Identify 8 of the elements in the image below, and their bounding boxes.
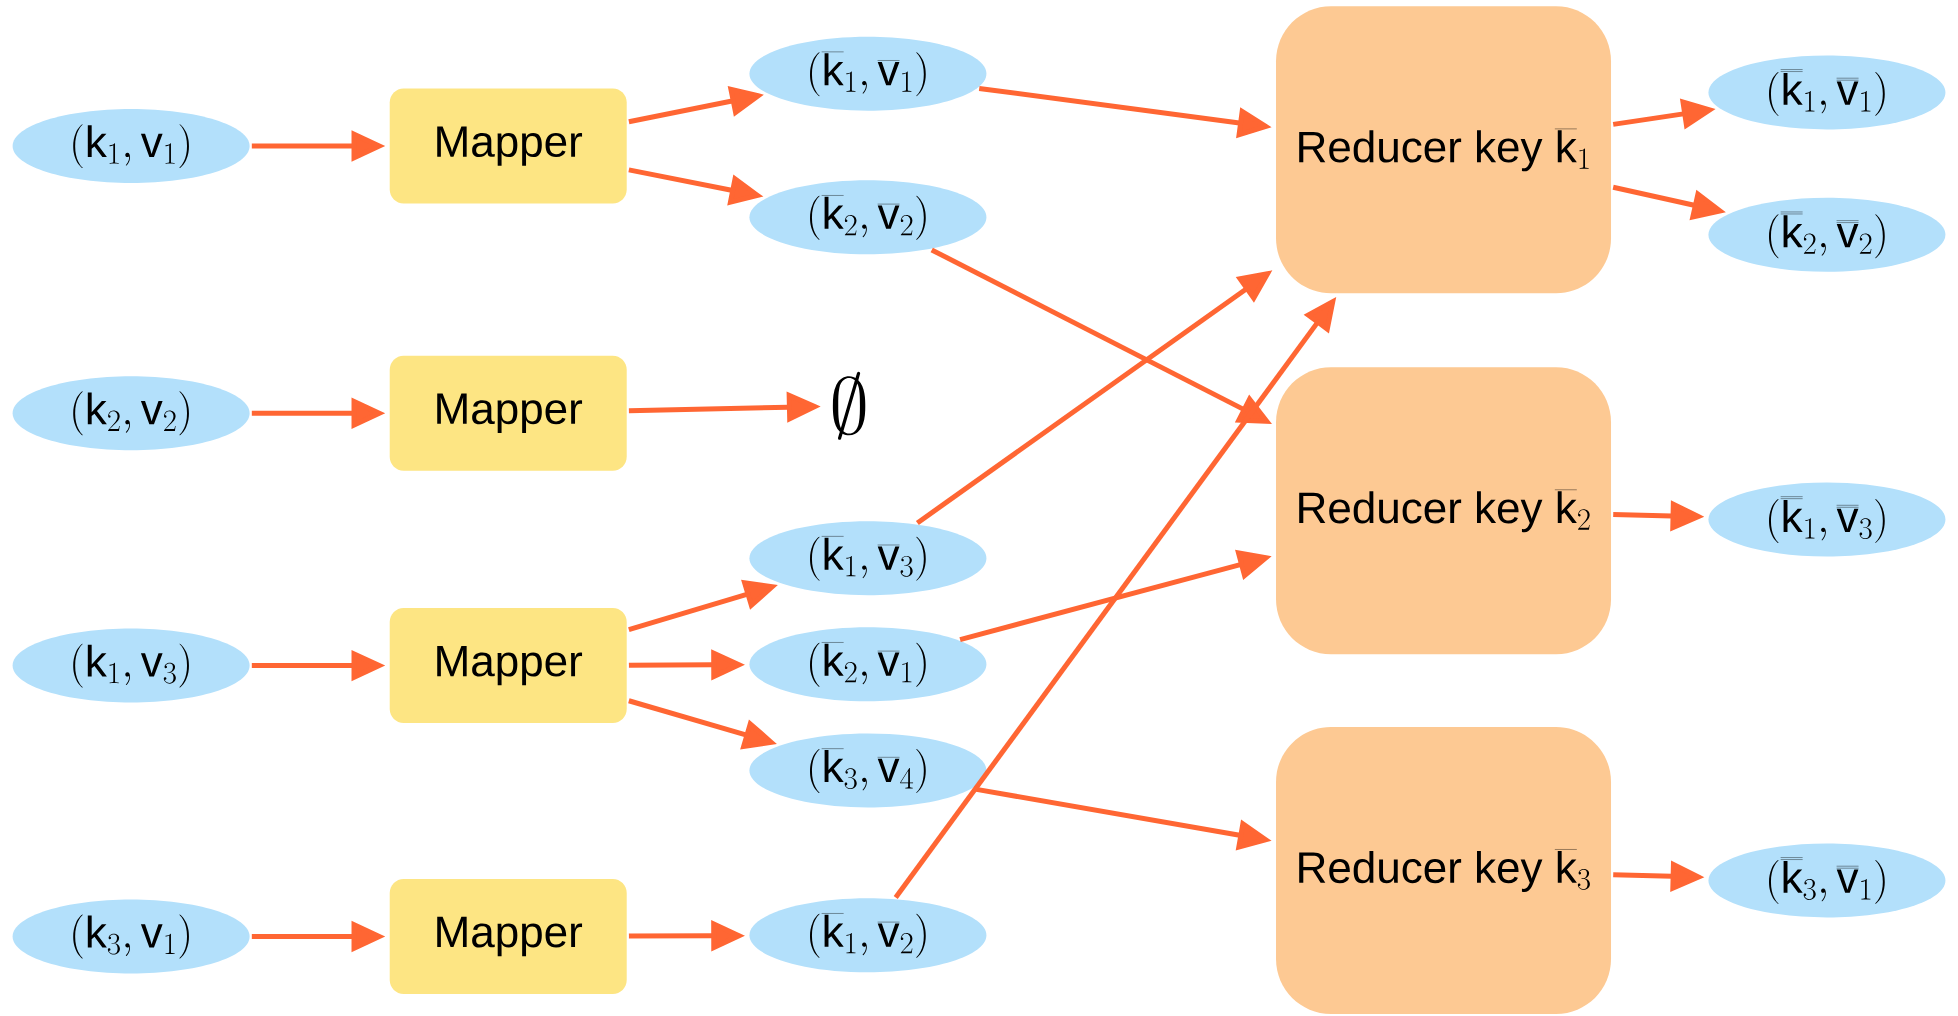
empty-set-symbol: $\emptyset$ bbox=[832, 371, 866, 440]
reducer-box: $\mathsf{Reducer\ key}\ \overline{\mathsf{k}}_{3}$ bbox=[1276, 726, 1611, 1014]
mapper-box: $\mathsf{Mapper}$ bbox=[389, 608, 627, 724]
reducer-box: $\mathsf{Reducer\ key}\ \overline{\mathsf{k}}_{1}$ bbox=[1276, 6, 1611, 294]
mapper-box: $\mathsf{Mapper}$ bbox=[389, 355, 627, 471]
reducer-box: $\mathsf{Reducer\ key}\ \overline{\mathsf{k}}_{2}$ bbox=[1276, 367, 1611, 655]
mapper-box: $\mathsf{Mapper}$ bbox=[389, 88, 627, 204]
mapper-box: $\mathsf{Mapper}$ bbox=[389, 879, 627, 994]
